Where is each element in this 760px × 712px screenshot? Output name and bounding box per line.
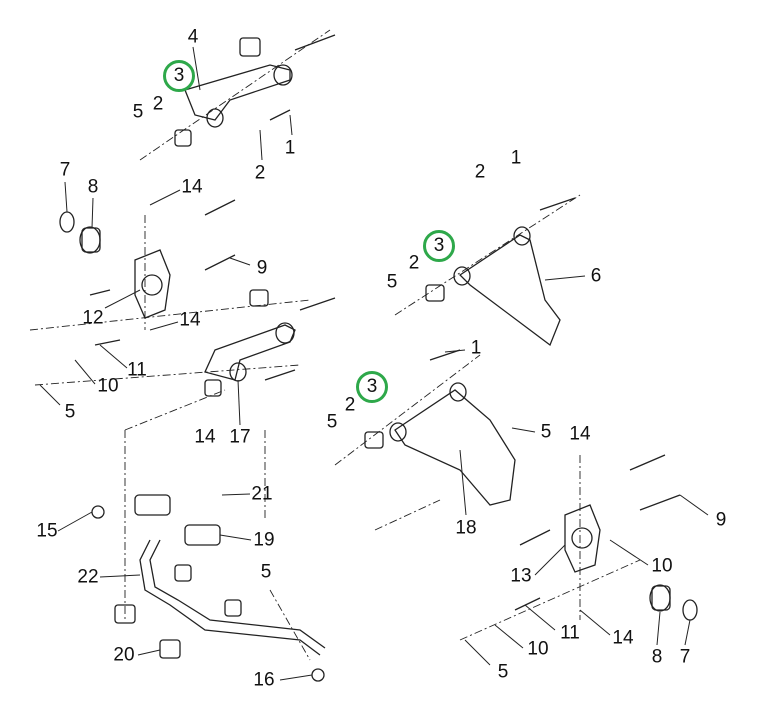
callout-3-highlighted: 3 xyxy=(163,60,195,92)
a-arm-18 xyxy=(364,382,516,506)
callout-21: 21 xyxy=(251,483,273,505)
callout-2: 2 xyxy=(344,394,356,416)
callout-13: 13 xyxy=(510,565,532,587)
assembly-lines xyxy=(29,29,641,661)
callout-1: 1 xyxy=(284,137,296,159)
callout-8: 8 xyxy=(87,176,99,198)
callout-14: 14 xyxy=(179,309,201,331)
callout-20: 20 xyxy=(113,644,135,666)
callout-5: 5 xyxy=(326,411,338,433)
callout-5: 5 xyxy=(132,101,144,123)
callout-5: 5 xyxy=(260,561,272,583)
callout-5: 5 xyxy=(497,661,509,683)
callout-2: 2 xyxy=(152,93,164,115)
callout-4: 4 xyxy=(187,26,199,48)
callout-10: 10 xyxy=(527,638,549,660)
callout-10: 10 xyxy=(651,555,673,577)
callout-5: 5 xyxy=(386,271,398,293)
callout-3-highlighted: 3 xyxy=(423,230,455,262)
callout-19: 19 xyxy=(253,529,275,551)
callout-12: 12 xyxy=(82,307,104,329)
callout-5: 5 xyxy=(540,421,552,443)
callout-22: 22 xyxy=(77,566,99,588)
callout-14: 14 xyxy=(569,423,591,445)
callout-2: 2 xyxy=(254,162,266,184)
callout-16: 16 xyxy=(253,669,275,691)
callout-5: 5 xyxy=(64,401,76,423)
sway-bar xyxy=(139,539,321,656)
callout-11: 11 xyxy=(127,359,147,381)
callout-3-highlighted: 3 xyxy=(356,371,388,403)
bolts xyxy=(89,34,681,611)
a-arm-6 xyxy=(425,226,561,347)
callout-14: 14 xyxy=(181,176,203,198)
callout-14: 14 xyxy=(612,627,634,649)
callout-1: 1 xyxy=(470,337,482,359)
knuckle-left xyxy=(134,249,171,319)
upper-control-arm-middle xyxy=(204,289,296,397)
callout-15: 15 xyxy=(36,520,58,542)
callout-9: 9 xyxy=(256,257,268,279)
callout-17: 17 xyxy=(229,426,251,448)
leader-lines xyxy=(39,46,709,681)
callout-11: 11 xyxy=(560,622,580,644)
upper-control-arm-top xyxy=(174,37,293,147)
callout-6: 6 xyxy=(590,265,602,287)
callout-7: 7 xyxy=(679,646,691,668)
callout-1: 1 xyxy=(510,147,522,169)
callout-2: 2 xyxy=(474,161,486,183)
callout-10: 10 xyxy=(97,375,119,397)
callout-8: 8 xyxy=(651,646,663,668)
callout-7: 7 xyxy=(59,159,71,181)
callout-2: 2 xyxy=(408,252,420,274)
callout-14: 14 xyxy=(194,426,216,448)
knuckle-right xyxy=(564,504,601,573)
callout-9: 9 xyxy=(715,509,727,531)
callout-18: 18 xyxy=(455,517,477,539)
